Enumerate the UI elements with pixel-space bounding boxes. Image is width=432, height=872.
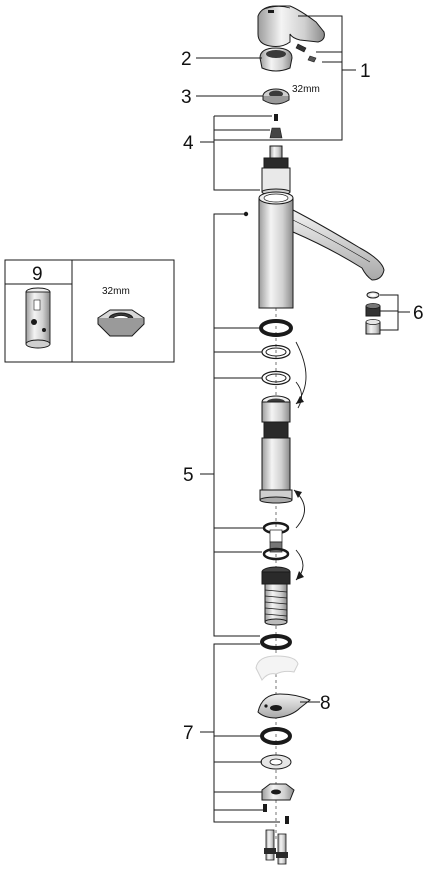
callout-labels: 1 2 3 4 5 6 7 8 [181, 49, 424, 744]
installation-tool [25, 287, 51, 349]
cartridge [261, 145, 291, 196]
assembly-arrows [293, 341, 307, 581]
threaded-shank [261, 566, 291, 626]
handle-lever [257, 5, 325, 47]
callout-9: 9 [32, 264, 43, 285]
inset-size-label: 32mm [102, 286, 130, 297]
leader-lines [196, 15, 410, 823]
faucet-body [258, 191, 385, 309]
stabilizer-plate [257, 693, 311, 719]
callout-3: 3 [181, 87, 192, 108]
callout-1: 1 [360, 61, 371, 82]
callout-7: 7 [183, 723, 194, 744]
set-screw [295, 43, 317, 63]
aerator-set [365, 291, 381, 335]
cartridge-nut [262, 88, 290, 105]
tool-inset-box: 9 32mm [4, 259, 175, 363]
connection-hoses [264, 829, 288, 865]
callout-6: 6 [413, 303, 424, 324]
cover-cap [259, 47, 293, 72]
callout-2: 2 [181, 49, 192, 70]
cartridge-screw [269, 114, 283, 139]
fixing-screws [263, 804, 289, 824]
callout-5: 5 [183, 465, 194, 486]
callout-4: 4 [183, 133, 194, 154]
base-o-ring [260, 634, 292, 650]
connecting-tube [259, 395, 293, 504]
steel-washer [260, 754, 292, 770]
callout-8: 8 [320, 693, 331, 714]
nut-size-label: 32mm [292, 84, 320, 95]
faded-washer [255, 655, 299, 681]
inset-nut [97, 309, 145, 337]
fixing-bracket [261, 783, 295, 801]
check-valve [262, 521, 290, 561]
